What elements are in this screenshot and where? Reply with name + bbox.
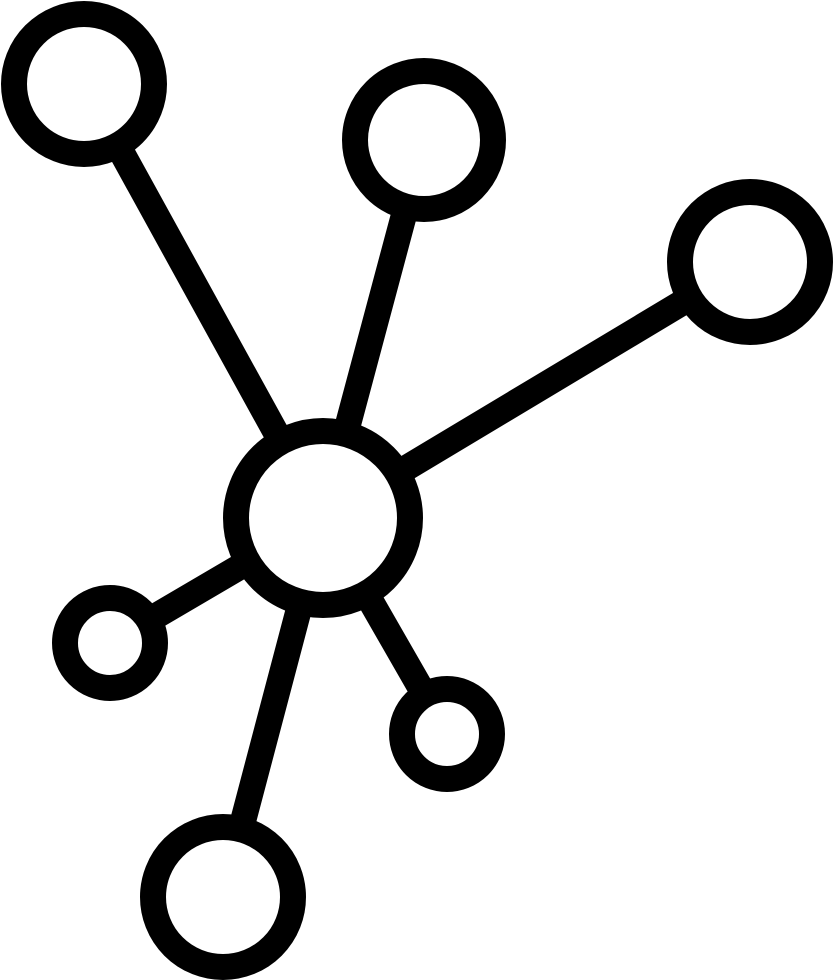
satellite-node-right [667,179,833,345]
hub-node-hub [223,418,423,618]
satellite-node-left-small [52,585,168,701]
satellite-node-lower-right-small [389,676,505,792]
satellite-node-top-middle [342,58,506,222]
satellite-node-bottom [140,814,306,980]
satellite-node-top-left [1,1,167,167]
